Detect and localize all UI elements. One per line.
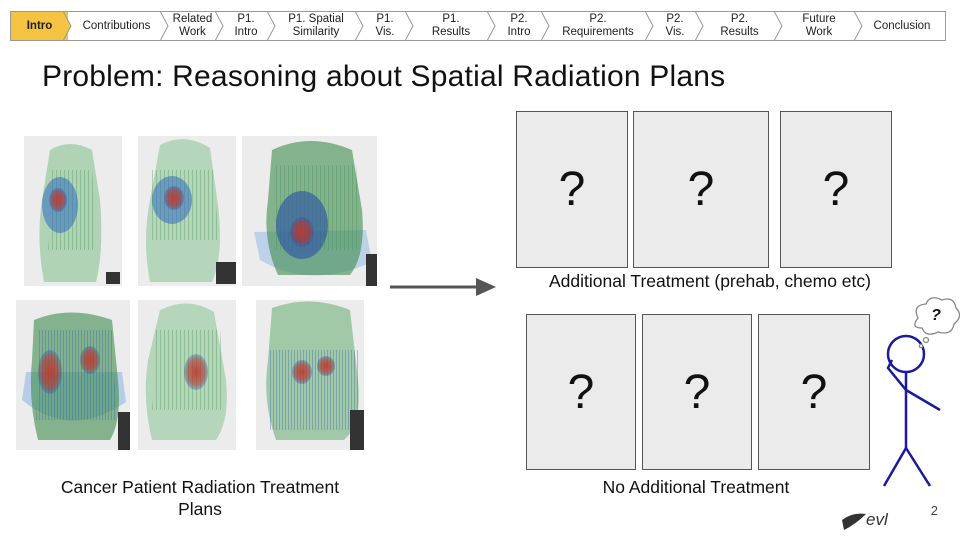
nav-separator-icon <box>354 10 364 42</box>
nav-tab-p2-requirements[interactable]: P2. Requirements <box>546 11 650 41</box>
nav-tab-p2-intro[interactable]: P2. Intro <box>492 11 546 41</box>
thinking-person-icon <box>882 334 941 487</box>
outcome-placeholder-box: ? <box>758 314 870 470</box>
additional-treatment-caption: Additional Treatment (prehab, chemo etc) <box>549 271 871 291</box>
nav-tab-intro[interactable]: Intro <box>10 11 68 41</box>
radiation-plan-thumbnail <box>138 300 236 450</box>
no-additional-treatment-caption: No Additional Treatment <box>602 477 790 497</box>
nav-tab-p1-intro[interactable]: P1. Intro <box>220 11 272 41</box>
nav-tab-related-work[interactable]: Related Work <box>165 11 220 41</box>
nav-separator-icon <box>214 10 224 42</box>
outcome-placeholder-box: ? <box>780 111 892 268</box>
nav-separator-icon <box>773 10 783 42</box>
thought-question-mark: ? <box>931 307 941 324</box>
nav-tab-contributions[interactable]: Contributions <box>68 11 165 41</box>
nav-separator-icon <box>486 10 496 42</box>
nav-tab-p2-results[interactable]: P2. Results <box>700 11 779 41</box>
nav-tab-p1-vis[interactable]: P1. Vis. <box>360 11 410 41</box>
radiation-plan-thumbnail <box>138 136 236 286</box>
nav-separator-icon <box>853 10 863 42</box>
arrow-icon <box>390 278 496 296</box>
radiation-plan-thumbnail <box>24 136 122 286</box>
nav-separator-icon <box>644 10 654 42</box>
nav-tab-p2-vis[interactable]: P2. Vis. <box>650 11 700 41</box>
nav-tab-conclusion[interactable]: Conclusion <box>859 11 946 41</box>
radiation-plan-thumbnail <box>256 300 364 450</box>
nav-separator-icon <box>404 10 414 42</box>
slide-title: Problem: Reasoning about Spatial Radiati… <box>42 60 726 93</box>
nav-tab-p1-spatial-similarity[interactable]: P1. Spatial Similarity <box>272 11 360 41</box>
outcome-placeholder-box: ? <box>642 314 752 470</box>
nav-tab-future-work[interactable]: Future Work <box>779 11 859 41</box>
nav-separator-icon <box>159 10 169 42</box>
evl-logo <box>842 513 866 530</box>
section-navigation: Intro Contributions Related Work P1. Int… <box>10 10 946 42</box>
evl-logo-text: evl <box>866 510 888 529</box>
radiation-plan-thumbnail <box>16 300 130 450</box>
radiation-plan-thumbnail <box>242 136 377 286</box>
nav-tab-p1-results[interactable]: P1. Results <box>410 11 492 41</box>
page-number: 2 <box>930 503 938 518</box>
outcome-placeholder-box: ? <box>526 314 636 470</box>
nav-separator-icon <box>694 10 704 42</box>
nav-separator-icon <box>540 10 550 42</box>
nav-separator-icon <box>62 10 72 42</box>
outcome-placeholder-box: ? <box>633 111 769 268</box>
radiation-plans-caption: Cancer Patient Radiation Treatment Plans <box>60 477 340 519</box>
outcome-placeholder-box: ? <box>516 111 628 268</box>
nav-separator-icon <box>266 10 276 42</box>
